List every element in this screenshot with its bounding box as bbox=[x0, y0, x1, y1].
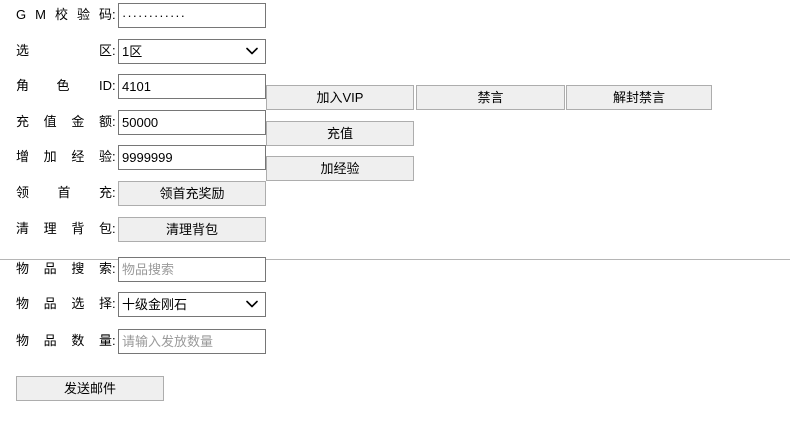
label-char: 选 bbox=[71, 296, 85, 311]
label-char: 数 bbox=[71, 333, 85, 348]
label-char: 清 bbox=[16, 221, 30, 236]
label-char: 充 bbox=[98, 185, 112, 200]
gm-code-input[interactable] bbox=[118, 2, 266, 28]
label-colon: : bbox=[112, 43, 116, 58]
label-colon: : bbox=[112, 221, 116, 236]
label-zone: 选 区 bbox=[16, 38, 112, 64]
form-row-zone: 选 区 : 1区 bbox=[0, 38, 266, 64]
zone-select[interactable]: 1区 bbox=[118, 38, 266, 64]
form-row-item-search: 物 品 搜 索 : bbox=[0, 256, 266, 282]
form-row-gm-code: G M 校 验 码 : bbox=[0, 2, 266, 28]
label-char: 校 bbox=[54, 7, 68, 22]
label-item-count: 物 品 数 量 bbox=[16, 328, 112, 354]
label-char: 物 bbox=[16, 261, 30, 276]
label-char: 量 bbox=[98, 333, 112, 348]
role-id-input[interactable] bbox=[118, 73, 266, 99]
label-clear-bag: 清 理 背 包 bbox=[16, 216, 112, 242]
exp-amount-input[interactable] bbox=[118, 144, 266, 170]
label-colon: : bbox=[112, 261, 116, 276]
label-gm-code: G M 校 验 码 bbox=[16, 2, 112, 28]
label-char: 码 bbox=[98, 7, 112, 22]
label-colon: : bbox=[112, 185, 116, 200]
label-char: 金 bbox=[71, 114, 85, 129]
join-vip-button[interactable]: 加入VIP bbox=[266, 85, 414, 110]
label-item-select: 物 品 选 择 bbox=[16, 291, 112, 317]
label-char: 包 bbox=[98, 221, 112, 236]
form-row-clear-bag: 清 理 背 包 : 清理背包 bbox=[0, 216, 266, 242]
label-colon: : bbox=[112, 333, 116, 348]
label-char: 加 bbox=[43, 149, 57, 164]
item-search-input[interactable] bbox=[118, 256, 266, 282]
form-row-item-count: 物 品 数 量 : bbox=[0, 328, 266, 354]
label-char: 搜 bbox=[71, 261, 85, 276]
label-char: 验 bbox=[76, 7, 90, 22]
label-exp-amount: 增 加 经 验 bbox=[16, 144, 112, 170]
label-char: 色 bbox=[56, 78, 70, 93]
label-char: 择 bbox=[98, 296, 112, 311]
item-select[interactable]: 十级金刚石 bbox=[118, 291, 266, 317]
form-row-recharge: 充 值 金 额 : bbox=[0, 109, 266, 135]
label-char: 领 bbox=[16, 185, 30, 200]
label-char: 验 bbox=[98, 149, 112, 164]
label-colon: : bbox=[112, 7, 116, 22]
item-select-wrapper[interactable]: 十级金刚石 bbox=[118, 291, 266, 317]
label-colon: : bbox=[112, 149, 116, 164]
section-divider bbox=[0, 259, 790, 260]
clear-bag-button[interactable]: 清理背包 bbox=[118, 216, 266, 242]
label-colon: : bbox=[112, 114, 116, 129]
label-char: 物 bbox=[16, 333, 30, 348]
label-char: 角 bbox=[16, 78, 30, 93]
label-first-recharge: 领 首 充 bbox=[16, 180, 112, 206]
label-char: G bbox=[16, 7, 27, 22]
label-colon: : bbox=[112, 78, 116, 93]
label-char: 充 bbox=[16, 114, 30, 129]
mute-button[interactable]: 禁言 bbox=[416, 85, 565, 110]
label-char: 品 bbox=[43, 261, 57, 276]
zone-select-wrapper[interactable]: 1区 bbox=[118, 38, 266, 64]
form-row-exp: 增 加 经 验 : bbox=[0, 144, 266, 170]
label-char: 理 bbox=[43, 221, 57, 236]
label-char: M bbox=[35, 7, 46, 22]
label-char: 经 bbox=[71, 149, 85, 164]
label-char: 物 bbox=[16, 296, 30, 311]
label-char: 额 bbox=[98, 114, 112, 129]
label-char: 背 bbox=[71, 221, 85, 236]
label-char: 索 bbox=[98, 261, 112, 276]
label-char: 首 bbox=[57, 185, 71, 200]
unmute-button[interactable]: 解封禁言 bbox=[566, 85, 712, 110]
add-exp-button[interactable]: 加经验 bbox=[266, 156, 414, 181]
recharge-button[interactable]: 充值 bbox=[266, 121, 414, 146]
label-recharge-amount: 充 值 金 额 bbox=[16, 109, 112, 135]
label-char: 值 bbox=[43, 114, 57, 129]
send-mail-button[interactable]: 发送邮件 bbox=[16, 376, 164, 401]
form-row-role-id: 角 色 ID : bbox=[0, 73, 266, 99]
item-count-input[interactable] bbox=[118, 328, 266, 354]
label-char: 品 bbox=[43, 333, 57, 348]
form-row-item-select: 物 品 选 择 : 十级金刚石 bbox=[0, 291, 266, 317]
first-recharge-reward-button[interactable]: 领首充奖励 bbox=[118, 180, 266, 206]
label-item-search: 物 品 搜 索 bbox=[16, 256, 112, 282]
label-role-id-tail: ID bbox=[99, 78, 112, 93]
recharge-amount-input[interactable] bbox=[118, 109, 266, 135]
label-char: 增 bbox=[16, 149, 30, 164]
label-colon: : bbox=[112, 296, 116, 311]
label-char: 区 bbox=[98, 43, 112, 58]
form-row-first-recharge: 领 首 充 : 领首充奖励 bbox=[0, 180, 266, 206]
label-role-id: 角 色 ID bbox=[16, 73, 112, 99]
label-char: 品 bbox=[43, 296, 57, 311]
label-char: 选 bbox=[16, 43, 30, 58]
